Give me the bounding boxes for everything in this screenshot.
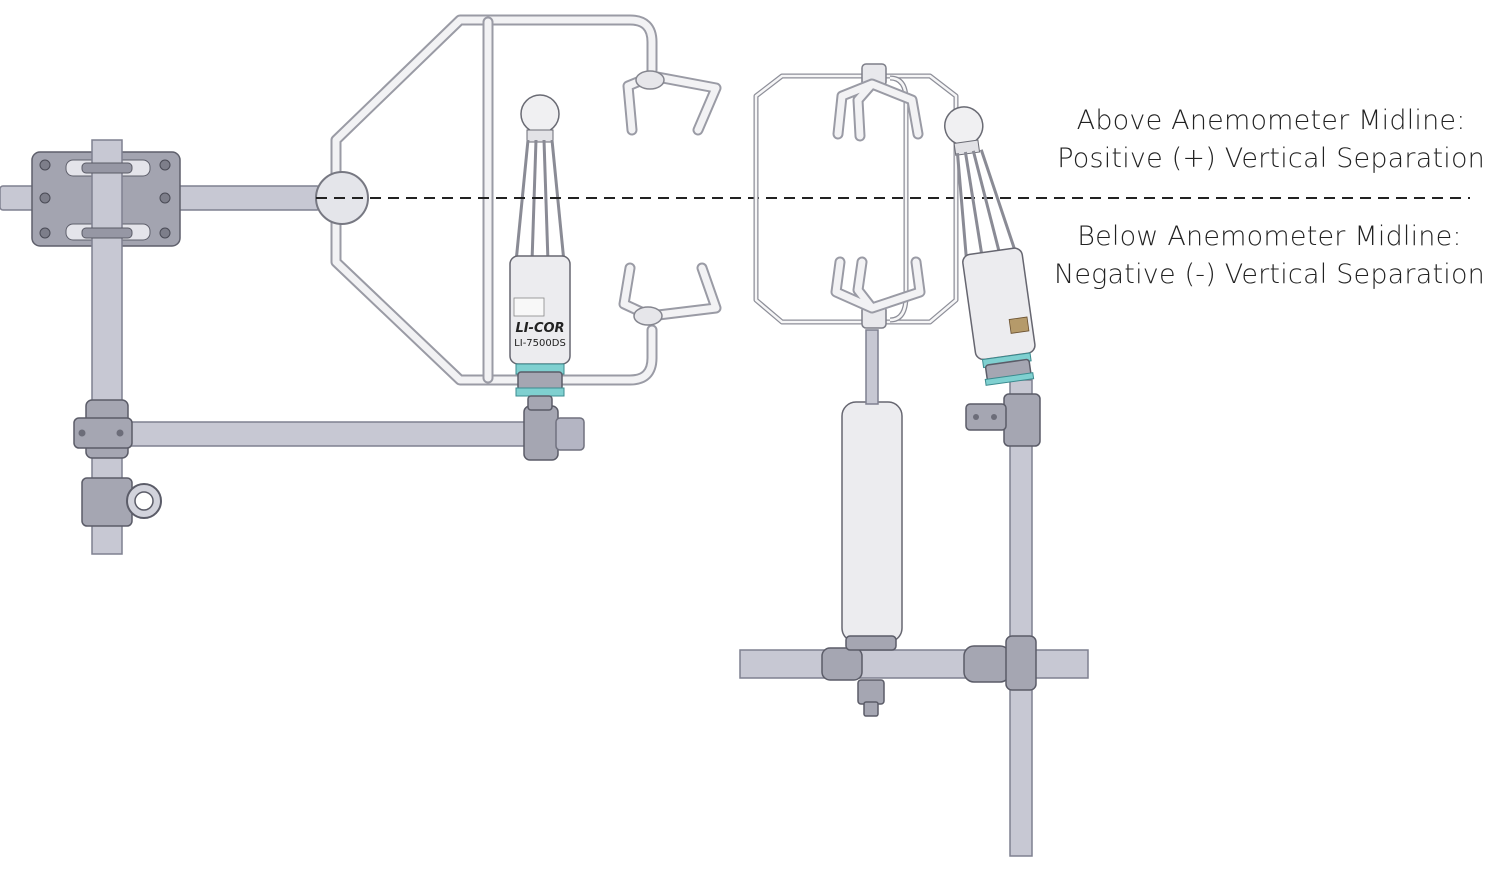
electronics-canister xyxy=(841,401,903,643)
mast-tee-clamp xyxy=(1005,635,1037,691)
boom-clamp-right xyxy=(963,645,1011,683)
left-gas-analyzer: LI-COR LI-7500DS xyxy=(509,94,571,411)
analyzer-crossarm xyxy=(119,421,561,447)
left-anemometer-frame xyxy=(315,14,722,386)
right-analyzer-clamp xyxy=(1003,393,1041,447)
positive-separation-text: Positive (+) Vertical Separation xyxy=(1057,143,1485,174)
below-midline-title: Below Anemometer Midline: xyxy=(1077,221,1462,252)
right-gas-analyzer xyxy=(944,106,1036,386)
right-anemometer-frame xyxy=(753,63,959,329)
right-assembly xyxy=(739,63,1089,857)
mast-clamp-lower xyxy=(81,477,133,527)
above-midline-title: Above Anemometer Midline: xyxy=(1076,105,1466,136)
crossarm-end-clamp xyxy=(523,405,559,461)
right-analyzer-head xyxy=(944,106,984,146)
negative-separation-text: Negative (-) Vertical Separation xyxy=(1053,259,1485,290)
analyzer-brand-text: LI-COR xyxy=(515,321,564,336)
analyzer-head xyxy=(520,94,560,134)
right-vertical-mast xyxy=(1009,379,1033,857)
left-assembly: LI-COR LI-7500DS xyxy=(0,14,722,555)
below-midline-label: Below Anemometer Midline: Negative (-) V… xyxy=(1054,218,1485,294)
boom-clamp-left xyxy=(821,647,863,681)
analyzer-model-text: LI-7500DS xyxy=(514,338,566,349)
above-midline-label: Above Anemometer Midline: Positive (+) V… xyxy=(1057,102,1485,178)
